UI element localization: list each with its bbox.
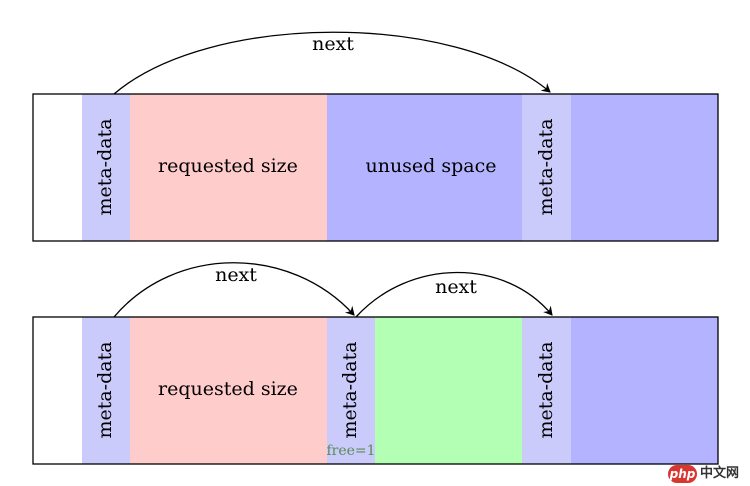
row-1-unused-label: unused space	[365, 155, 496, 177]
row-1-border	[32, 93, 719, 242]
row-1-block-empty	[33, 94, 82, 241]
row-1-requested-label: requested size	[158, 155, 298, 177]
row-2: meta-data requested size meta-data free=…	[32, 262, 719, 465]
row-2-block-requested-size	[130, 317, 327, 464]
row-1: meta-data requested size unused space me…	[32, 31, 719, 242]
row-2-requested-label: requested size	[158, 378, 298, 400]
row-2-next-arrow-2	[355, 271, 553, 318]
row-2-free-flag: free=1	[326, 443, 375, 459]
row-1-next-arrow	[113, 31, 551, 95]
watermark-text: 中文网	[700, 466, 740, 481]
row-2-blocks	[33, 317, 718, 464]
row-1-block-meta-data	[82, 94, 130, 241]
row-1-block-meta-data-next	[522, 94, 571, 241]
row-2-block-tail	[571, 317, 718, 464]
row-2-block-empty	[33, 317, 82, 464]
row-2-block-meta-data-free	[327, 317, 375, 464]
row-1-block-tail	[571, 94, 718, 241]
row-1-blocks	[33, 94, 718, 241]
row-2-block-meta-data-next	[522, 317, 571, 464]
row-2-next-arrow-1	[113, 262, 355, 318]
row-1-meta-label-1: meta-data	[94, 118, 116, 215]
row-1-next-arrow-label: next	[312, 33, 354, 55]
row-2-meta-label-1: meta-data	[94, 341, 116, 438]
watermark-logo: php	[668, 465, 697, 483]
row-2-next-arrow-1-label: next	[215, 264, 257, 286]
row-2-block-meta-data	[82, 317, 130, 464]
row-2-block-free-space	[375, 317, 522, 464]
row-1-block-requested-size	[130, 94, 327, 241]
row-2-meta-label-2: meta-data	[339, 341, 361, 438]
row-2-border	[32, 316, 719, 465]
row-1-block-unused-space	[327, 94, 522, 241]
row-2-meta-label-3: meta-data	[535, 341, 557, 438]
row-1-meta-label-2: meta-data	[535, 118, 557, 215]
row-2-next-arrow-2-label: next	[435, 276, 477, 298]
